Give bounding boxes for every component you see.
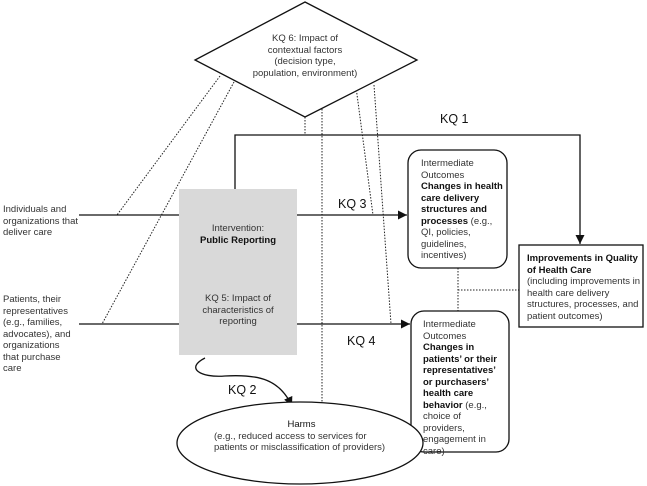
kq1-label: KQ 1 — [440, 112, 469, 126]
patients-label: Patients, their representatives (e.g., f… — [3, 294, 71, 374]
outcome2-text: Intermediate Outcomes Changes in patient… — [423, 319, 505, 457]
intervention-label: Intervention: Public Reporting — [179, 223, 297, 246]
kq4-label: KQ 4 — [347, 334, 376, 348]
providers-label: Individuals and organizations that deliv… — [3, 204, 78, 238]
intervention-box — [179, 189, 297, 355]
kq2-arrow — [195, 357, 293, 407]
kq6-line: population, environment) — [252, 67, 358, 79]
kq6-dotted-link — [355, 86, 374, 216]
kq5-label: KQ 5: Impact of characteristics of repor… — [202, 293, 274, 327]
outcome1-text: Intermediate Outcomes Changes in health … — [421, 158, 503, 262]
kq6-dotted-link — [373, 84, 392, 325]
outcome2-detail: (e.g., choice of providers, engagement i… — [423, 399, 487, 457]
intervention-heading: Intervention: — [211, 223, 265, 234]
outcome1-heading: Intermediate Outcomes — [421, 158, 474, 181]
outcome1-detail: (e.g., QI, policies, guidelines, incenti… — [421, 215, 493, 262]
harms-ellipse — [176, 401, 424, 485]
outcome1-box — [407, 149, 508, 269]
outcome2-box — [410, 310, 510, 453]
outcome2-heading: Intermediate Outcomes — [423, 319, 476, 342]
kq6-line: KQ 6: Impact of — [272, 33, 338, 44]
final-outcome-text: Improvements in Quality of Health Care (… — [527, 253, 641, 322]
harms-title: Harms — [287, 419, 316, 430]
harms-text: Harms (e.g., reduced access to services … — [214, 419, 389, 454]
kq6-diamond — [193, 1, 419, 118]
kq1-arrow — [234, 134, 585, 244]
kq3-label: KQ 3 — [338, 197, 367, 211]
kq6-line: contextual factors — [267, 44, 343, 56]
final-outcome-box — [518, 244, 644, 328]
outcome1-title: Changes in health care delivery structur… — [421, 181, 503, 227]
outcome2-title: Changes in patients’ or their representa… — [423, 342, 497, 411]
kq6-dotted-link — [101, 81, 235, 325]
kq2-label: KQ 2 — [228, 383, 257, 397]
final-outcome-detail: (including improvements in health care d… — [527, 276, 640, 322]
kq6-text: KQ 6: Impact of contextual factors (deci… — [230, 33, 380, 79]
kq6-dotted-link — [116, 75, 221, 216]
intervention-title: Public Reporting — [200, 234, 276, 246]
harms-detail: (e.g., reduced access to services for pa… — [214, 430, 386, 454]
final-outcome-title: Improvements in Quality of Health Care — [527, 253, 638, 276]
kq6-line: (decision type, — [274, 56, 336, 67]
